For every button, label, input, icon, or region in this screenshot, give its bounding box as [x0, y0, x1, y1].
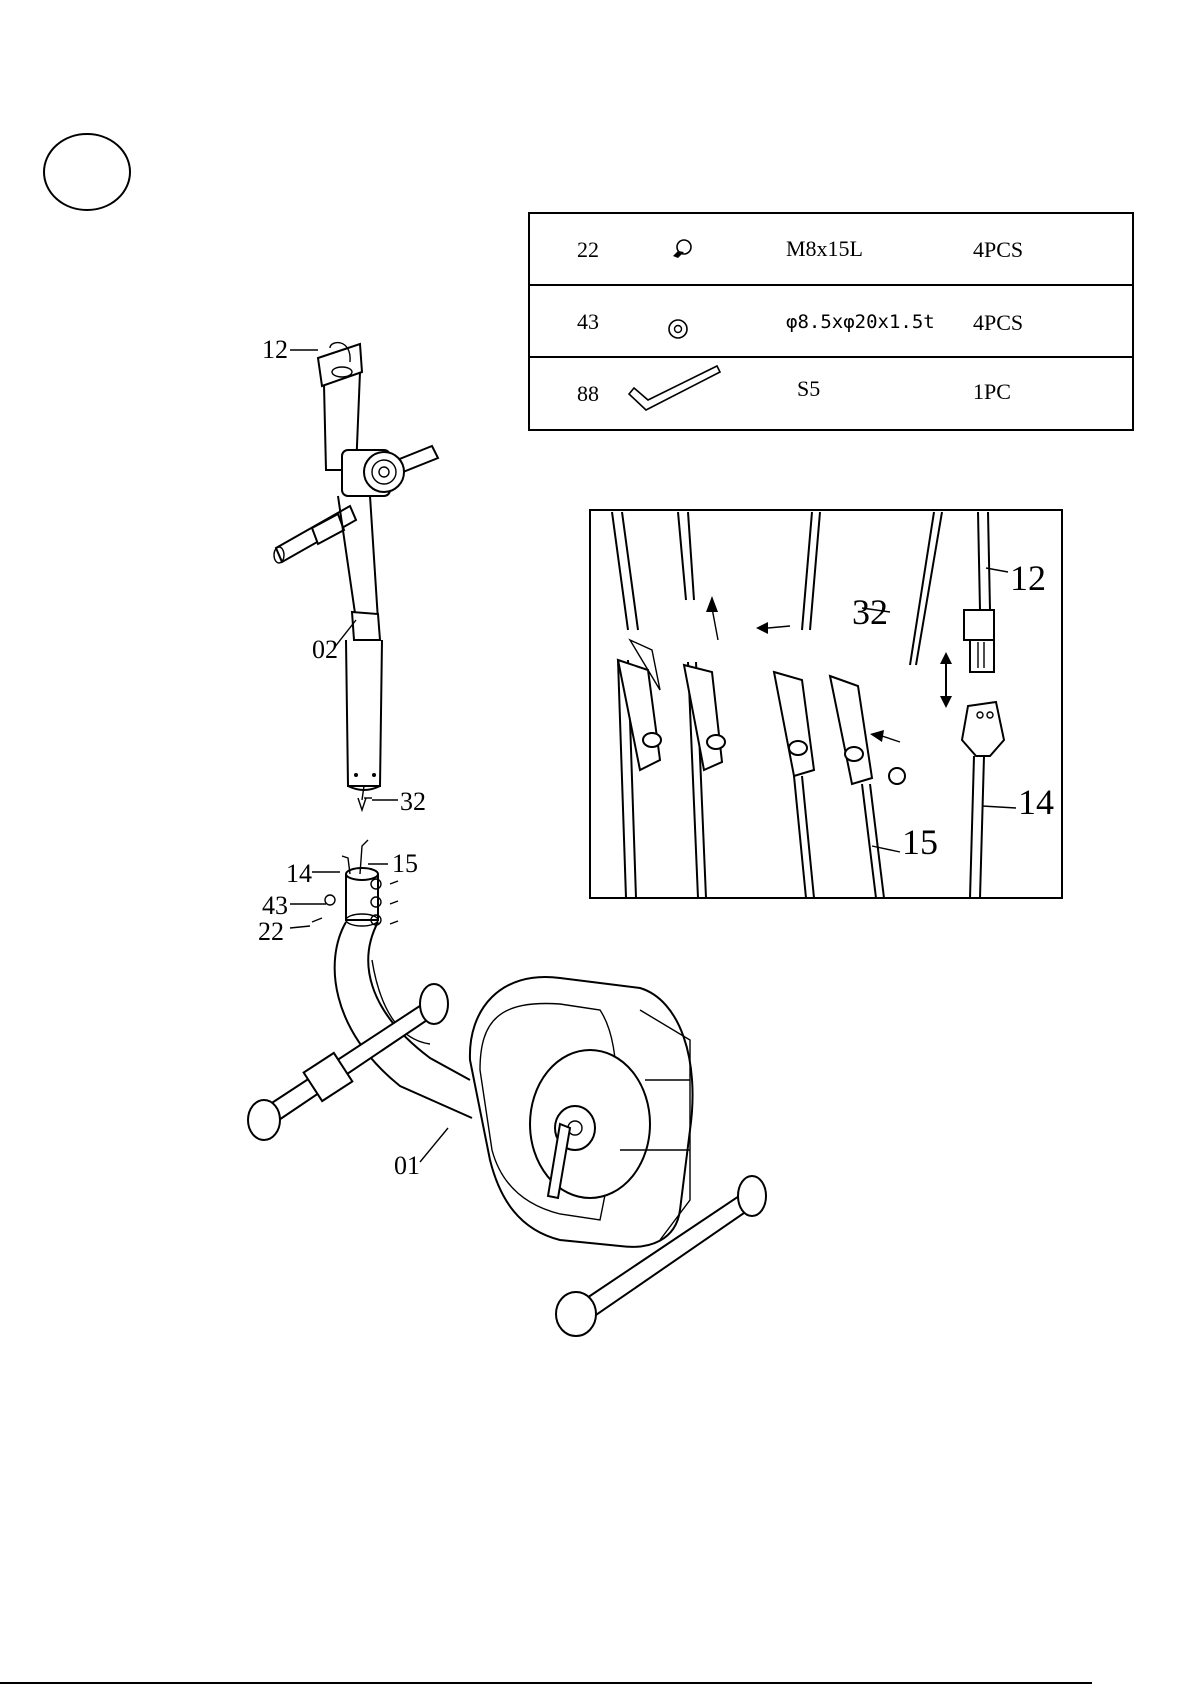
detail-callout: 14 — [1018, 782, 1054, 822]
part-qty: 4PCS — [973, 310, 1023, 335]
bike-frame-drawing — [248, 840, 766, 1336]
callout-32: 32 — [400, 787, 426, 816]
detail-callout: 15 — [902, 822, 938, 862]
part-number: 22 — [577, 237, 599, 262]
part-number: 88 — [577, 381, 599, 406]
callout-43: 43 — [262, 891, 288, 920]
callout-12: 12 — [262, 335, 288, 364]
part-qty: 1PC — [973, 379, 1011, 404]
callout-22: 22 — [258, 917, 284, 946]
detail-callout: 32 — [852, 592, 888, 632]
callout-02: 02 — [312, 635, 338, 664]
callout-01: 01 — [394, 1151, 420, 1180]
step-indicator — [44, 134, 130, 210]
part-spec: φ8.5xφ20x1.5t — [786, 311, 935, 333]
part-spec: M8x15L — [786, 236, 863, 261]
cable-connection-detail: 12 32 14 15 — [590, 510, 1062, 898]
detail-callout: 12 — [1010, 558, 1046, 598]
washer-icon — [669, 320, 687, 338]
callout-15: 15 — [392, 849, 418, 878]
callout-14: 14 — [286, 859, 312, 888]
part-spec: S5 — [797, 376, 820, 401]
part-number: 43 — [577, 309, 599, 334]
part-qty: 4PCS — [973, 237, 1023, 262]
handlebar-post-drawing — [274, 343, 438, 810]
parts-table: 22 M8x15L 4PCS 43 φ8.5xφ20x1.5t 4PCS 88 — [529, 213, 1133, 430]
